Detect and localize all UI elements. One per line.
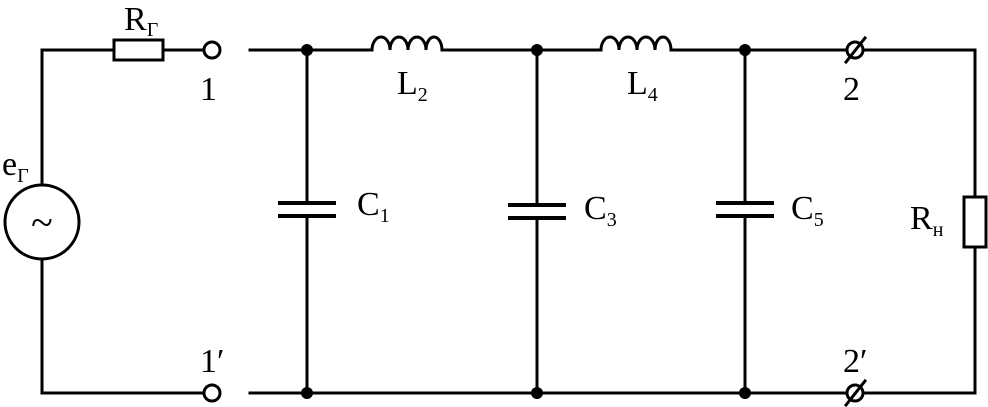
junction-dot: [531, 387, 543, 399]
inductor-l2-coil: [370, 35, 444, 52]
source-label: eГ: [2, 146, 29, 187]
inductor-l4-coil: [599, 35, 673, 52]
port-1-prime-terminal: [202, 383, 222, 403]
port-1-prime-label: 1′: [200, 343, 224, 380]
capacitor-c1-label: C1: [357, 186, 390, 227]
load-resistor-label: Rн: [910, 200, 944, 241]
port-1-label: 1: [200, 71, 217, 108]
junction-dot: [739, 387, 751, 399]
port-1-terminal: [202, 40, 222, 60]
port-2-label: 2: [843, 71, 860, 108]
inductor-l2-label: L2: [397, 65, 428, 106]
capacitor-c3-label: C3: [584, 190, 617, 231]
source-resistor-label: RГ: [124, 1, 158, 41]
voltage-source-icon: [3, 183, 81, 261]
source-tilde-symbol: ~: [31, 200, 53, 245]
junction-dot: [739, 44, 751, 56]
port-2-terminal: [843, 35, 868, 65]
junction-dot: [301, 387, 313, 399]
port-2-prime-label: 2′: [843, 343, 867, 380]
load-resistor: [962, 195, 988, 249]
port-2-prime-terminal: [843, 378, 868, 407]
inductor-l4-label: L4: [627, 65, 658, 106]
capacitor-c5-label: C5: [791, 190, 824, 231]
junction-dot: [531, 44, 543, 56]
junction-dot: [301, 44, 313, 56]
source-resistor: [112, 38, 165, 62]
